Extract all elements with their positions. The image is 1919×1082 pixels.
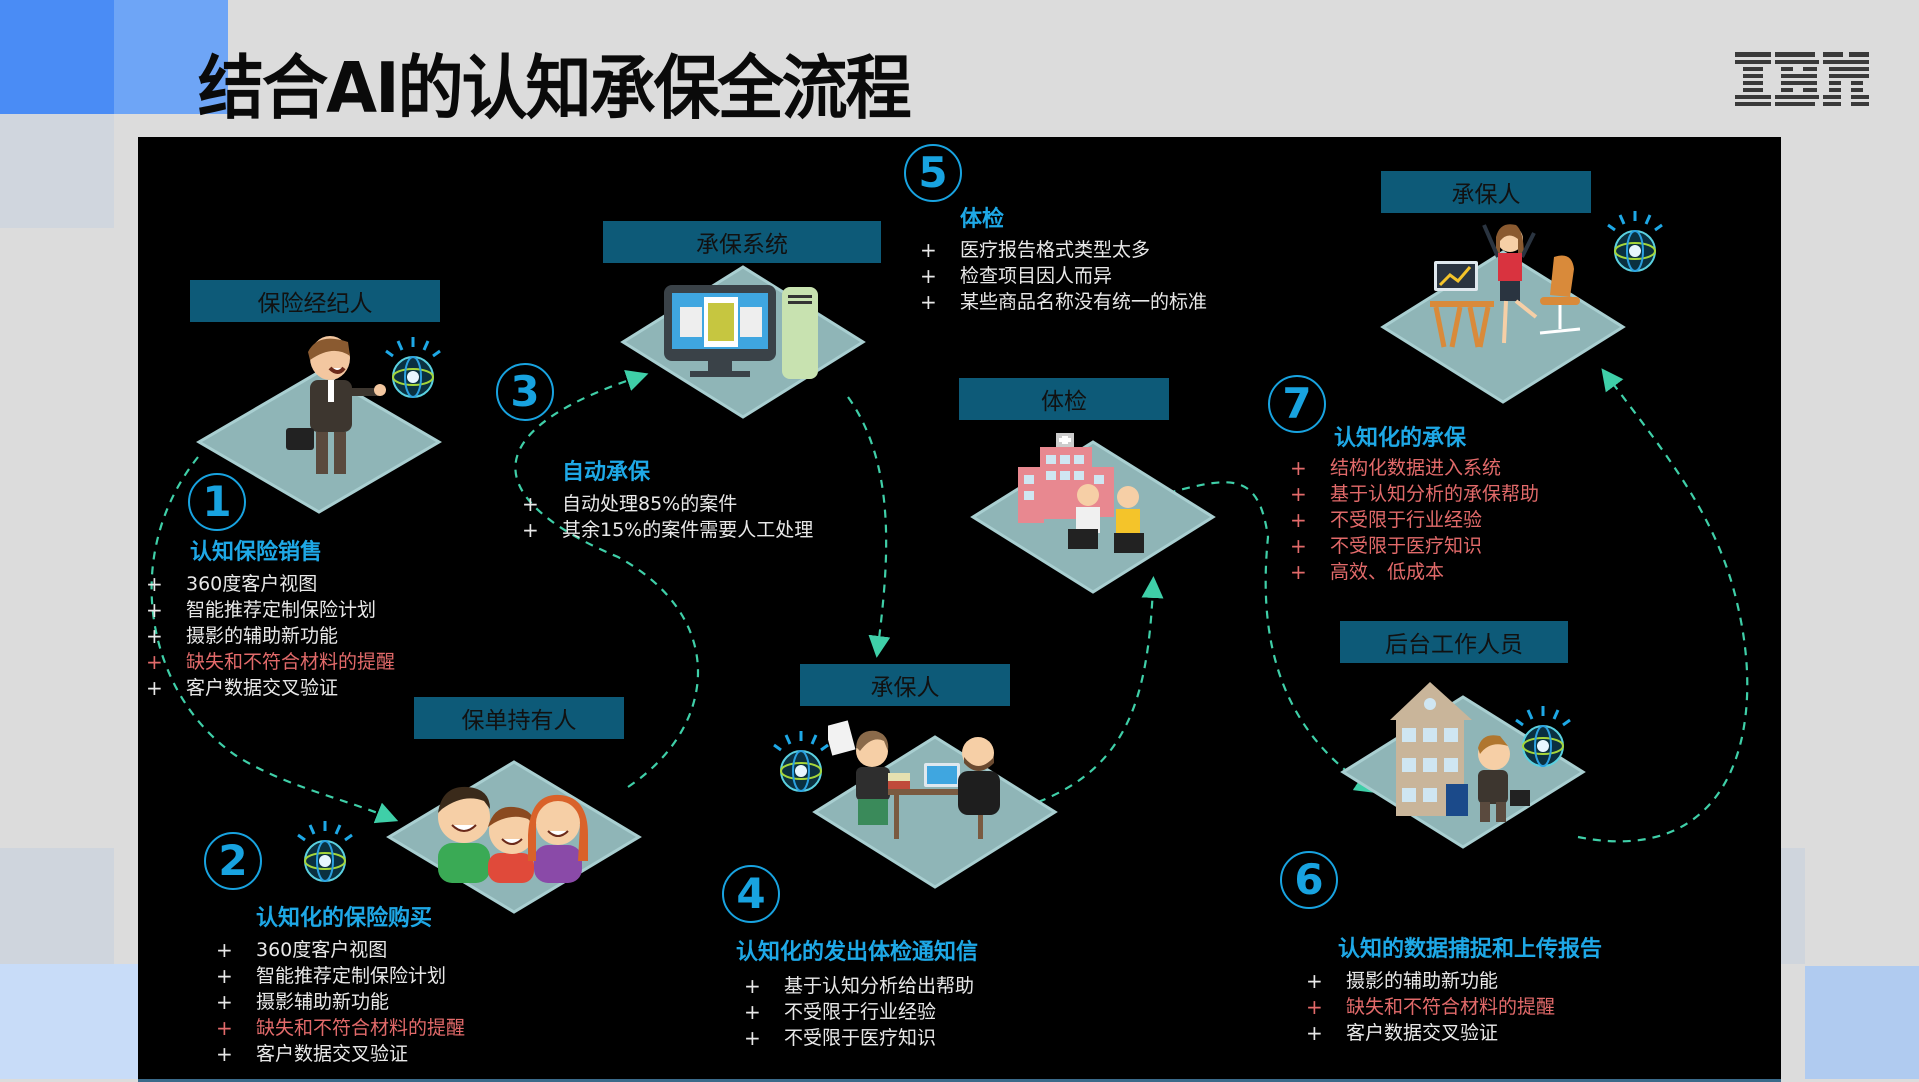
step-number-6: 6 xyxy=(1280,851,1338,909)
corner-block-mid-blue xyxy=(114,0,228,114)
flow-arrows xyxy=(150,368,1749,843)
list-item: +基于认知分析给出帮助 xyxy=(744,974,975,998)
step-list-5: +医疗报告格式类型太多 +检查项目因人而异 +某些商品名称没有统一的标准 xyxy=(920,237,1207,315)
node-label-policyholder: 保单持有人 xyxy=(414,697,624,739)
node-label-medical: 体检 xyxy=(959,378,1169,420)
list-item-highlight: +基于认知分析的承保帮助 xyxy=(1290,482,1540,506)
office-building-icon xyxy=(1390,682,1530,822)
step-title-4: 认知化的发出体检通知信 xyxy=(736,940,979,965)
list-item-highlight: +不受限于行业经验 xyxy=(1290,508,1483,532)
list-item: +检查项目因人而异 xyxy=(920,264,1113,288)
list-item: +客户数据交叉验证 xyxy=(216,1042,409,1066)
node-label-uw-system: 承保系统 xyxy=(603,221,881,263)
step-title-6: 认知的数据捕捉和上传报告 xyxy=(1338,937,1603,962)
list-item: +摄影的辅助新功能 xyxy=(146,624,339,648)
list-item-highlight: +缺失和不符合材料的提醒 xyxy=(146,650,396,674)
step-list-2: +360度客户视图 +智能推荐定制保险计划 +摄影辅助新功能 +缺失和不符合材料… xyxy=(216,937,465,1067)
list-item: +某些商品名称没有统一的标准 xyxy=(920,290,1208,314)
step-number-4: 4 xyxy=(722,865,780,923)
list-item: +其余15%的案件需要人工处理 xyxy=(522,518,814,542)
step-title-2: 认知化的保险购买 xyxy=(256,906,433,931)
happy-underwriter-icon xyxy=(1430,224,1581,348)
corner-block-light-blue-left xyxy=(0,964,138,1079)
step-number-5: 5 xyxy=(904,144,962,202)
watson-globe-icon xyxy=(773,731,829,792)
list-item: +客户数据交叉验证 xyxy=(146,676,339,700)
step-number-3: 3 xyxy=(496,363,554,421)
watson-globe-icon xyxy=(385,337,441,398)
ibm-logo xyxy=(1735,50,1875,106)
corner-block-light-blue-right xyxy=(1805,966,1919,1079)
step-list-1: +360度客户视图 +智能推荐定制保险计划 +摄影的辅助新功能 +缺失和不符合材… xyxy=(146,571,395,701)
watson-globe-icon xyxy=(297,821,353,882)
list-item: +摄影辅助新功能 xyxy=(216,990,390,1014)
step-number-2: 2 xyxy=(204,832,262,890)
list-item: +智能推荐定制保险计划 xyxy=(216,964,447,988)
step-title-7: 认知化的承保 xyxy=(1334,426,1467,451)
step-title-3: 自动承保 xyxy=(562,460,651,485)
list-item: +客户数据交叉验证 xyxy=(1306,1021,1499,1045)
step-title-1: 认知保险销售 xyxy=(190,540,323,565)
node-label-underwriter-b: 承保人 xyxy=(1381,171,1591,213)
list-item-highlight: +缺失和不符合材料的提醒 xyxy=(216,1016,466,1040)
watson-globe-icon xyxy=(1607,211,1663,272)
node-label-underwriter-a: 承保人 xyxy=(800,664,1010,706)
list-item: +360度客户视图 xyxy=(146,572,318,596)
step-list-4: +基于认知分析给出帮助 +不受限于行业经验 +不受限于医疗知识 xyxy=(744,973,974,1051)
hospital-icon xyxy=(1018,433,1144,553)
step-number-7: 7 xyxy=(1268,375,1326,433)
office-workers-icon xyxy=(828,720,1000,839)
list-item: +自动处理85%的案件 xyxy=(522,492,738,516)
corner-block-dark-blue xyxy=(0,0,114,114)
step-title-5: 体检 xyxy=(960,207,1005,232)
step-number-1: 1 xyxy=(188,473,246,531)
corner-block-pale xyxy=(0,114,114,228)
list-item: +360度客户视图 xyxy=(216,938,388,962)
list-item-highlight: +结构化数据进入系统 xyxy=(1290,456,1502,480)
list-item: +不受限于行业经验 xyxy=(744,1000,937,1024)
list-item: +摄影的辅助新功能 xyxy=(1306,969,1499,993)
list-item: +智能推荐定制保险计划 xyxy=(146,598,377,622)
process-diagram: 保险经纪人 保单持有人 xyxy=(138,137,1781,1082)
computer-icon xyxy=(664,285,818,379)
family-icon xyxy=(438,786,588,883)
corner-block-pale-right xyxy=(1781,848,1805,964)
step-list-3: +自动处理85%的案件 +其余15%的案件需要人工处理 xyxy=(522,491,813,543)
list-item: +不受限于医疗知识 xyxy=(744,1026,937,1050)
list-item-highlight: +高效、低成本 xyxy=(1290,560,1445,584)
node-label-backoffice: 后台工作人员 xyxy=(1340,621,1568,663)
node-label-broker: 保险经纪人 xyxy=(190,280,440,322)
list-item-highlight: +不受限于医疗知识 xyxy=(1290,534,1483,558)
page-title: 结合AI的认知承保全流程 xyxy=(198,48,912,129)
businessman-icon xyxy=(286,336,386,474)
watson-globe-icon xyxy=(1515,706,1571,767)
step-list-7: +结构化数据进入系统 +基于认知分析的承保帮助 +不受限于行业经验 +不受限于医… xyxy=(1290,455,1539,585)
corner-block-pale-left xyxy=(0,848,114,964)
step-list-6: +摄影的辅助新功能 +缺失和不符合材料的提醒 +客户数据交叉验证 xyxy=(1306,968,1555,1046)
list-item-highlight: +缺失和不符合材料的提醒 xyxy=(1306,995,1556,1019)
list-item: +医疗报告格式类型太多 xyxy=(920,238,1151,262)
